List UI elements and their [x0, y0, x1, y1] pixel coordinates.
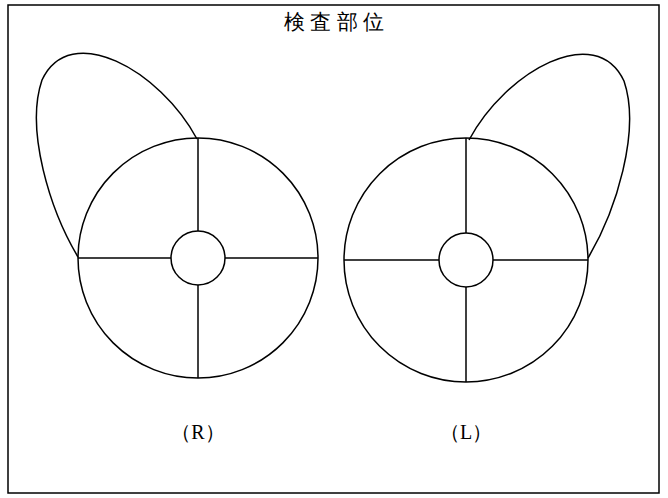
outer-frame: [8, 5, 659, 493]
side-label: （L）: [440, 420, 492, 444]
quadrant-line: [225, 257, 318, 259]
diagram-title: 検 査 部 位: [284, 10, 384, 35]
quadrant-line: [197, 285, 199, 378]
areola-circle: [171, 231, 225, 285]
areola-circle: [439, 233, 493, 287]
quadrant-line: [78, 257, 171, 259]
side-label: （R）: [171, 420, 224, 444]
quadrant-line: [465, 138, 467, 233]
breast-circle: [344, 138, 588, 382]
quadrant-line: [197, 138, 199, 231]
quadrant-line: [465, 287, 467, 382]
axillary-tail: [36, 53, 197, 257]
breast-circle: [78, 138, 318, 378]
quadrant-line: [344, 259, 439, 261]
axillary-tail: [469, 54, 630, 258]
quadrant-line: [493, 259, 588, 261]
left-breast: [344, 54, 630, 382]
right-breast: [36, 53, 318, 378]
